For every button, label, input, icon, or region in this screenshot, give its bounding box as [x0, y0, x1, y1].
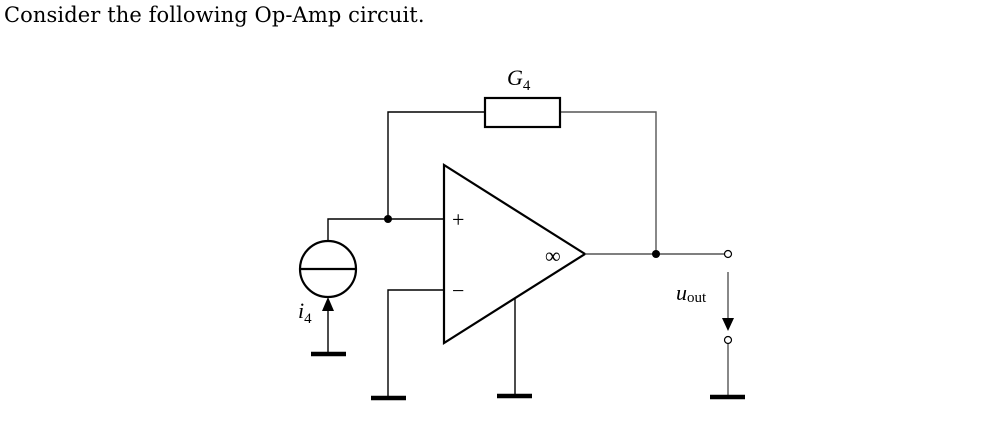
plus-input-wire — [327, 218, 444, 241]
opamp-gain-infinity: ∞ — [545, 243, 561, 268]
ground-terminal — [723, 335, 733, 345]
opamp-plus-sign: + — [452, 207, 464, 232]
resistor-label: G4 — [507, 65, 531, 94]
current-source-label: i4 — [298, 298, 312, 327]
opamp-minus-sign: − — [452, 278, 464, 303]
opamp-triangle — [442, 163, 588, 345]
minus-input-wire — [387, 289, 444, 397]
current-arrow-icon — [322, 297, 334, 311]
output-terminal — [723, 249, 733, 259]
uout-arrow-icon — [722, 318, 734, 331]
question-prompt: Consider the following Op-Amp circuit. — [4, 3, 425, 27]
feedback-wire-right — [560, 111, 657, 254]
junction-dot-output — [652, 250, 660, 258]
feedback-wire-left — [387, 111, 485, 219]
junction-dot-input — [384, 215, 392, 223]
output-voltage-label: uout — [676, 280, 707, 306]
resistor-g4 — [483, 96, 562, 129]
